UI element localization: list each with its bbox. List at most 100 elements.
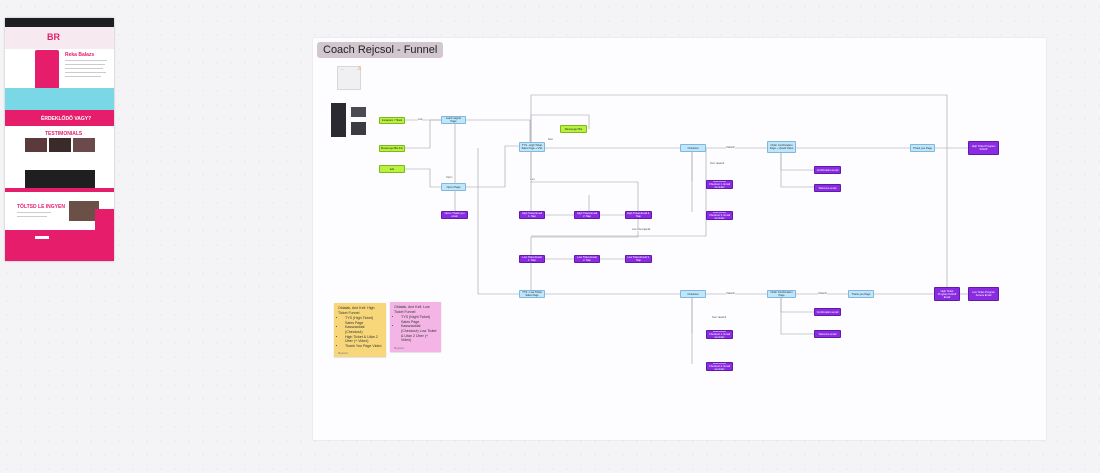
sticky-item: TYS (High Ticket) Sales Page — [345, 316, 382, 325]
sticky-item: High Ticket & Után 2 Über (+ Videó) — [345, 335, 382, 344]
edge — [405, 119, 441, 149]
edge-label: Vásárolt — [818, 292, 827, 295]
sticky-title: Oldalak, Ami Kell: Low Ticket Funnel — [394, 305, 430, 314]
edge-label: Low ticket ajánlat — [632, 228, 651, 231]
edge — [466, 119, 531, 146]
node-messenger[interactable]: Messenger/Bio link — [379, 145, 405, 152]
node-abandoned-3[interactable]: Abandoned Checkout 1. Email reminder — [706, 330, 733, 339]
warning-icon: ⚠ — [357, 66, 362, 72]
sticky-note-low-ticket[interactable]: Oldalak, Ami Kell: Low Ticket Funnel TYS… — [390, 302, 441, 352]
edge-label: Nem — [548, 138, 554, 141]
text-line — [17, 216, 47, 217]
node-messenger-bot[interactable]: Messenger Bot — [560, 125, 587, 133]
node-low-email-3[interactable]: Low Ticket Email 3. Nap — [625, 255, 652, 263]
website-preview-thumbnail[interactable]: BR Reka Balazs ÉRDEKLŐDŐ VAGY? TESTIMONI… — [5, 18, 114, 261]
node-instagram[interactable]: Instagram / Tiktok — [379, 117, 405, 124]
sticky-item: Kasszaoldal (Checkout) Low Ticket & Után… — [401, 324, 437, 342]
node-program-low[interactable]: Low Ticket Program Access Email — [968, 287, 999, 301]
edge — [530, 219, 639, 255]
edge — [477, 148, 519, 295]
memo-card[interactable]: —— — [337, 66, 361, 90]
node-tys-high[interactable]: TYS - High Ticket Sales Page + VSL — [519, 142, 545, 152]
footer-button — [35, 236, 49, 239]
edge — [780, 298, 814, 313]
edge-label: Vásárolt — [726, 146, 735, 149]
node-confirmation-email[interactable]: Confirmation email — [814, 166, 841, 174]
sticky-item: TYS (Night Ticket) Sales Page — [401, 315, 437, 324]
edge-label: Nem vásárolt — [712, 316, 727, 319]
text-line — [65, 72, 106, 73]
text-line — [17, 212, 51, 213]
testimonial-photo — [25, 138, 47, 152]
edge-label: Vásárolt — [726, 292, 735, 295]
node-abandoned-4[interactable]: Abandoned Checkout 2. Email reminder — [706, 362, 733, 371]
node-low-email-2[interactable]: Low Ticket Email 2. Nap — [574, 255, 600, 263]
screenshot-thumbnail[interactable] — [351, 122, 366, 135]
edge — [531, 148, 707, 237]
food-gallery — [25, 170, 95, 188]
testimonial-photo — [73, 138, 95, 152]
memo-text: —— — [340, 69, 344, 71]
node-thankyou-high[interactable]: Thank you Page — [910, 144, 935, 152]
node-optin-page[interactable]: Opt-in Page — [441, 183, 466, 191]
node-program-high[interactable]: High Ticket Program Kickoff — [968, 141, 999, 155]
node-confirmation-low[interactable]: Order Confirmation Page — [767, 290, 796, 298]
edge-label: Nem vásárolt — [710, 162, 725, 165]
edge — [780, 152, 814, 171]
node-checkout-low[interactable]: Checkout — [680, 290, 706, 298]
screenshot-thumbnail[interactable] — [331, 103, 346, 137]
edge — [780, 298, 814, 335]
sticky-item: Thank You Page Videó — [345, 344, 382, 349]
text-line — [65, 60, 107, 61]
node-high-email-3[interactable]: High Ticket Email 3. Nap — [625, 211, 652, 219]
banner-pink — [5, 110, 114, 126]
sticky-title: Oldalak, Ami Kell: High Ticket Funnel — [338, 306, 375, 315]
sticky-item: Kasszaoldal (Checkout) — [345, 325, 382, 334]
node-abandoned-2[interactable]: Abandoned Checkout 2. Email reminder — [706, 211, 733, 220]
node-tys-low[interactable]: TYS - Low Ticket Sales Page — [519, 290, 545, 298]
node-checkout-high[interactable]: Checkout — [680, 144, 706, 152]
node-welcome-email[interactable]: Welcome email — [814, 184, 841, 192]
divider — [5, 188, 114, 192]
banner-section — [5, 88, 114, 110]
diagram-board[interactable] — [313, 38, 1046, 440]
text-line — [65, 76, 101, 77]
hero-header — [5, 27, 114, 49]
edge-label: Opt-in — [446, 176, 453, 179]
edge — [530, 114, 590, 143]
screenshot-thumbnail[interactable] — [351, 107, 366, 117]
sticky-note-high-ticket[interactable]: Oldalak, Ami Kell: High Ticket Funnel TY… — [334, 303, 386, 357]
node-ads[interactable]: Ads — [379, 165, 405, 173]
edge-label: Link — [418, 118, 423, 121]
node-high-email-2[interactable]: High Ticket Email 2. Nap — [574, 211, 600, 219]
edge — [780, 152, 814, 188]
edge-label: Igen — [530, 178, 535, 181]
banner-text: ÉRDEKLŐDŐ VAGY? — [41, 116, 92, 122]
node-low-email-1[interactable]: Low Ticket Email 1. Nap — [519, 255, 545, 263]
node-optin-email[interactable]: Opt-in Thank you email — [441, 211, 468, 219]
footer — [5, 230, 114, 261]
node-thankyou-low[interactable]: Thank you Page — [848, 290, 874, 298]
node-program-high-2[interactable]: High Ticket Program Kickoff Email — [934, 287, 960, 301]
edge — [530, 152, 639, 211]
sticky-footer: Rejcsol — [338, 351, 348, 356]
edge — [405, 168, 441, 188]
node-high-email-1[interactable]: High Ticket Email 1. Nap — [519, 211, 545, 219]
text-line — [65, 64, 105, 65]
testimonial-photo — [49, 138, 71, 152]
section-title: TESTIMONIALS — [45, 131, 83, 137]
node-upsell-page[interactable]: Order Confirmation Page + Upsell Video — [767, 141, 796, 153]
coach-photo — [69, 201, 99, 221]
cta-text: TÖLTSD LE INGYEN — [17, 204, 65, 210]
node-lead-magnet[interactable]: Lead magnet Page — [441, 116, 466, 124]
edge — [466, 145, 519, 188]
board-title[interactable]: Coach Rejcsol - Funnel — [317, 42, 444, 58]
site-name: Reka Balazs — [65, 52, 95, 58]
hero-image — [35, 50, 59, 92]
text-line — [65, 68, 103, 69]
node-abandoned-1[interactable]: Abandoned Checkout 1. Email reminder — [706, 180, 733, 189]
node-confirmation-email-low[interactable]: Confirmation email — [814, 308, 841, 316]
node-welcome-email-low[interactable]: Welcome email — [814, 330, 841, 338]
site-logo: BR — [47, 32, 60, 42]
